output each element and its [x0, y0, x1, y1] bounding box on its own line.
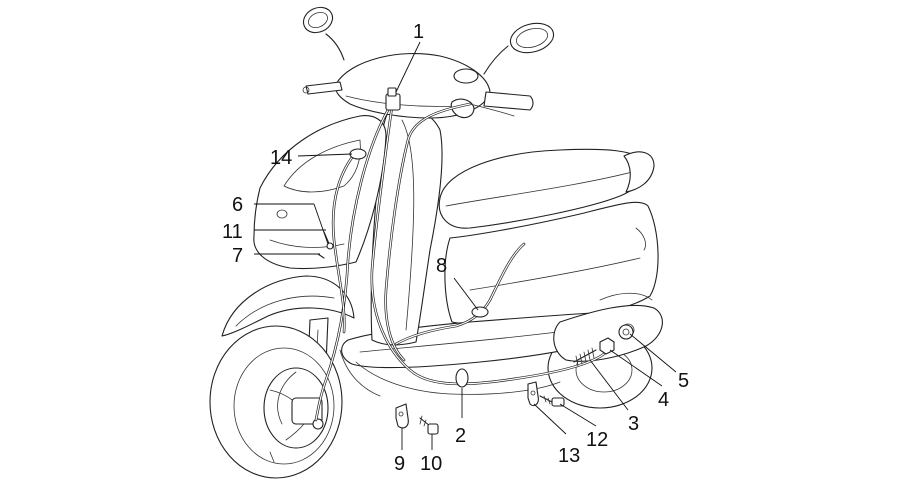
callout-5: 5: [678, 370, 689, 392]
bracket-rear: [527, 381, 539, 407]
callout-13: 13: [558, 445, 580, 467]
callout-3: 3: [628, 413, 639, 435]
front-wheel: [209, 325, 343, 479]
scooter-illustration: [209, 6, 663, 479]
adjuster-bolt: [618, 324, 634, 340]
callout-8: 8: [436, 255, 447, 277]
callout-7: 7: [232, 245, 243, 267]
callout-10: 10: [420, 453, 442, 475]
front-shield: [253, 115, 387, 270]
callout-11: 11: [222, 221, 243, 243]
bracket-front: [395, 403, 409, 429]
callout-labels: 1 2 3 4 5 6 7 8 9 10 11 12 13 14: [222, 21, 689, 475]
screw-rear: [539, 395, 565, 407]
right-mirror: [483, 22, 555, 75]
callout-4: 4: [658, 389, 669, 411]
callout-14: 14: [270, 147, 292, 169]
swingarm: [553, 304, 663, 362]
front-fender: [221, 275, 355, 337]
callout-1: 1: [413, 21, 424, 43]
callout-2: 2: [455, 425, 466, 447]
callout-6: 6: [232, 194, 243, 216]
handlebars: [302, 81, 534, 117]
callout-12: 12: [586, 429, 608, 451]
cable-routing: [314, 87, 606, 422]
left-mirror: [302, 6, 345, 61]
handlebar-cowl: [335, 53, 491, 119]
leader-lines: [254, 41, 677, 450]
screw-front: [419, 415, 439, 435]
callout-9: 9: [394, 453, 405, 475]
hardware-parts: [395, 324, 634, 435]
spring-adjuster: [573, 347, 597, 367]
seat: [438, 148, 655, 229]
rear-body: [444, 201, 659, 325]
